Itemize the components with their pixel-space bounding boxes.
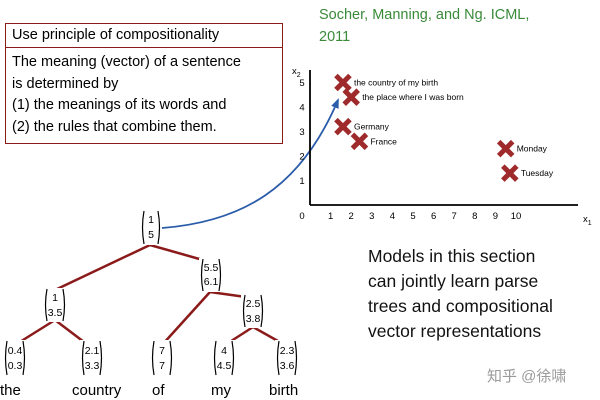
models-description: Models in this section can jointly learn… <box>368 244 598 344</box>
models-line: vector representations <box>368 321 542 341</box>
y-tick-label: 5 <box>299 78 304 89</box>
x-marker-icon <box>334 117 352 136</box>
vector-value: 7 <box>159 345 165 357</box>
vector-value: 2.1 <box>85 345 100 357</box>
scatter-point: the place where I was born <box>342 88 464 106</box>
x-tick-label: 5 <box>410 211 415 222</box>
x-ticks: 1 2 3 4 5 6 7 8 9 10 <box>328 211 521 222</box>
models-line: can jointly learn parse <box>368 271 539 291</box>
citation-line: Socher, Manning, and Ng. ICML, <box>319 7 530 23</box>
principle-line: The meaning (vector) of a sentence <box>12 54 241 70</box>
principle-line: is determined by <box>12 75 119 92</box>
vector-value: 0.3 <box>8 360 23 372</box>
vector-value: 5 <box>148 229 154 241</box>
x-marker-icon <box>334 73 352 92</box>
scatter-point-label: Monday <box>517 144 548 154</box>
x-tick-label: 2 <box>349 211 354 222</box>
x-marker-icon <box>342 88 360 106</box>
mapping-arrow <box>161 98 339 229</box>
x-tick-label: 9 <box>493 211 498 222</box>
models-line: Models in this section <box>368 246 536 266</box>
vector-value: 3.3 <box>85 360 100 372</box>
vector-word-country: 2.1 3.3 <box>80 340 104 376</box>
y-ticks: 1 2 3 4 5 <box>299 78 304 187</box>
vector-word-of: 7 7 <box>150 340 174 376</box>
scatter-point-label: the country of my birth <box>354 78 438 88</box>
word-the: the <box>0 382 21 399</box>
models-line: trees and compositional <box>368 296 553 316</box>
y-axis-label: x2 <box>292 66 301 79</box>
y-tick-label: 1 <box>299 176 304 187</box>
x-marker-icon <box>496 139 515 158</box>
word-my: my <box>211 382 231 399</box>
tree-edge <box>54 243 151 292</box>
vector-node-5.5: 5.5 6.1 <box>199 258 223 292</box>
principle-body: The meaning (vector) of a sentence is de… <box>12 52 278 138</box>
x-axis-label: x1 <box>583 214 592 227</box>
vector-value: 3.8 <box>246 313 261 325</box>
vector-value: 5.5 <box>204 262 219 274</box>
tree-edge <box>161 291 211 346</box>
scatter-point: the country of my birth <box>334 73 438 92</box>
principle-line: (2) the rules that combine them. <box>12 118 217 135</box>
x-tick-label: 4 <box>390 211 395 222</box>
vector-value: 6.1 <box>204 276 219 288</box>
scatter-point: Germany <box>334 117 390 136</box>
vector-node-1-3.5: 1 3.5 <box>43 288 67 322</box>
word-of: of <box>152 382 165 399</box>
scatter-points: the country of my birth the place where I… <box>334 73 554 182</box>
citation-line: 2011 <box>319 29 351 45</box>
x-tick-label: 6 <box>431 211 436 222</box>
x-tick-label: 3 <box>369 211 374 222</box>
y-tick-label: 4 <box>299 103 304 114</box>
vector-value: 4.5 <box>217 360 232 372</box>
vector-value: 2.5 <box>246 298 261 310</box>
vector-value: 1 <box>148 214 154 226</box>
vector-node-root: 1 5 <box>140 210 162 245</box>
scatter-point-label: Germany <box>354 122 390 132</box>
watermark: 知乎 @徐啸 <box>487 368 567 385</box>
x-tick-label: 8 <box>472 211 477 222</box>
vector-value: 4 <box>221 345 227 357</box>
x-tick-label: 7 <box>452 211 457 222</box>
scatter-point-label: Tuesday <box>521 168 554 178</box>
vector-word-birth: 2.3 3.6 <box>275 340 299 376</box>
vector-value: 2.3 <box>280 345 295 357</box>
citation: Socher, Manning, and Ng. ICML, 2011 <box>319 4 549 48</box>
principle-title: Use principle of compositionality <box>6 24 282 48</box>
scatter-point: Monday <box>496 139 548 158</box>
scatter-point-label: France <box>370 136 397 146</box>
scatter-point: Tuesday <box>501 164 554 182</box>
y-tick-label: 2 <box>299 152 304 163</box>
vector-value: 3.6 <box>280 360 295 372</box>
sentence-words: the country of my birth <box>0 382 298 399</box>
y-tick-label: 3 <box>299 127 304 138</box>
principle-line: (1) the meanings of its words and <box>12 97 227 113</box>
vector-value: 0.4 <box>8 345 23 357</box>
vector-node-2.5: 2.5 3.8 <box>241 294 265 328</box>
x-tick-label: 1 <box>328 211 333 222</box>
vector-word-the: 0.4 0.3 <box>3 340 27 376</box>
x-tick-label: 10 <box>511 211 522 222</box>
vector-value: 1 <box>52 292 58 304</box>
scatter-point-label: the place where I was born <box>362 92 464 102</box>
vector-value: 3.5 <box>48 307 63 319</box>
vector-value: 7 <box>159 360 165 372</box>
vector-word-my: 4 4.5 <box>212 340 236 376</box>
x-marker-icon <box>350 132 369 151</box>
word-birth: birth <box>269 382 298 399</box>
scatter-plot: 0 x2 x1 1 2 3 4 5 6 7 8 9 10 1 2 3 4 5 the country of… <box>292 66 592 227</box>
principle-box: Use principle of compositionality The me… <box>5 23 283 144</box>
scatter-point: France <box>350 132 397 151</box>
origin-label: 0 <box>299 211 304 222</box>
x-marker-icon <box>501 164 519 182</box>
word-country: country <box>72 382 122 399</box>
